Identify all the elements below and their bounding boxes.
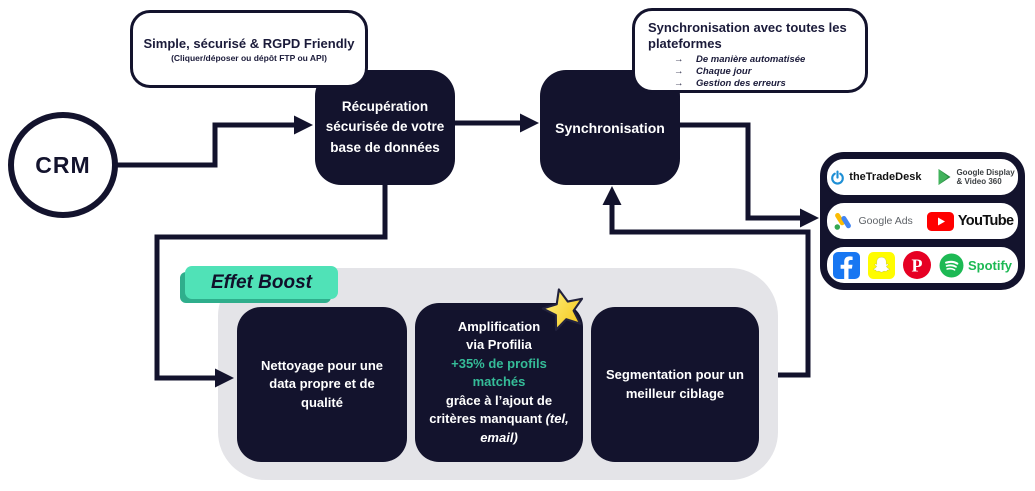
arrow-crm-to-retrieval (117, 122, 296, 168)
crm-label: CRM (35, 151, 91, 178)
effet-boost-label: Effet Boost (211, 271, 312, 293)
spotify-logo: Spotify (939, 253, 1012, 278)
bullet-text: De manière automatisée (696, 53, 806, 65)
note-left-subtitle: (Cliquer/déposer ou dépôt FTP ou API) (171, 52, 327, 63)
platforms-panel: theTradeDesk Google Display& Video 360 (820, 152, 1025, 290)
card-nettoyage: Nettoyage pour une data propre et de qua… (237, 307, 407, 462)
effet-boost-badge: Effet Boost (185, 266, 338, 299)
facebook-icon (832, 251, 860, 279)
pinterest-icon: P (902, 251, 931, 279)
arrow-retrieval-to-boost (154, 182, 388, 381)
bullet-item: → De manière automatisée (648, 54, 855, 65)
retrieval-node: Récupération sécurisée de votre base de … (315, 70, 455, 185)
note-left-title: Simple, sécurisé & RGPD Friendly (143, 35, 355, 51)
crm-node: CRM (8, 112, 118, 218)
google-dv360-logo: Google Display& Video 360 (935, 167, 1015, 186)
arrow-boost-to-sync (609, 203, 811, 378)
spotify-icon (939, 253, 964, 277)
star-icon (541, 288, 584, 331)
google-dv360-icon (938, 169, 951, 185)
arrow-sync-to-platforms (680, 122, 800, 221)
retrieval-label: Récupération sécurisée de votre base de … (325, 99, 445, 155)
arrow-bullet-icon: → (674, 77, 684, 89)
arrow-bullet-icon: → (674, 65, 684, 77)
platform-row-1: theTradeDesk Google Display& Video 360 (824, 156, 1021, 198)
bullet-item: → Gestion des erreurs (648, 78, 855, 89)
svg-text:P: P (911, 256, 922, 276)
note-sync-plateformes: Synchronisation avec toutes les platefor… (632, 8, 868, 93)
the-trade-desk-label: theTradeDesk (849, 171, 922, 183)
the-trade-desk-logo: theTradeDesk (830, 170, 921, 185)
youtube-label: YouTube (957, 213, 1014, 229)
spotify-label: Spotify (967, 257, 1013, 273)
platform-row-3: P Spotify (824, 244, 1021, 286)
the-trade-desk-icon (831, 170, 845, 185)
youtube-logo: YouTube (926, 211, 1014, 231)
card-segmentation-text: Segmentation pour un meilleur ciblage (606, 367, 744, 401)
google-ads-label: Google Ads (858, 215, 913, 227)
snapchat-icon (867, 251, 895, 279)
card-nettoyage-text: Nettoyage pour une data propre et de qua… (260, 357, 384, 410)
card-segmentation: Segmentation pour un meilleur ciblage (591, 307, 759, 462)
youtube-icon (926, 211, 954, 231)
platform-row-2: Google Ads YouTube (824, 200, 1021, 242)
sync-label: Synchronisation (555, 119, 665, 136)
bullet-text: Chaque jour (696, 65, 752, 77)
note-right-title: Synchronisation avec toutes les platefor… (648, 20, 847, 52)
google-ads-icon (834, 212, 851, 230)
google-ads-logo: Google Ads (832, 211, 913, 231)
bullet-item: → Chaque jour (648, 66, 855, 77)
note-simple-securise: Simple, sécurisé & RGPD Friendly (Clique… (130, 10, 368, 88)
arrow-bullet-icon: → (674, 53, 684, 65)
google-dv360-label: Google Display& Video 360 (956, 167, 1015, 186)
bullet-text: Gestion des erreurs (696, 77, 786, 89)
